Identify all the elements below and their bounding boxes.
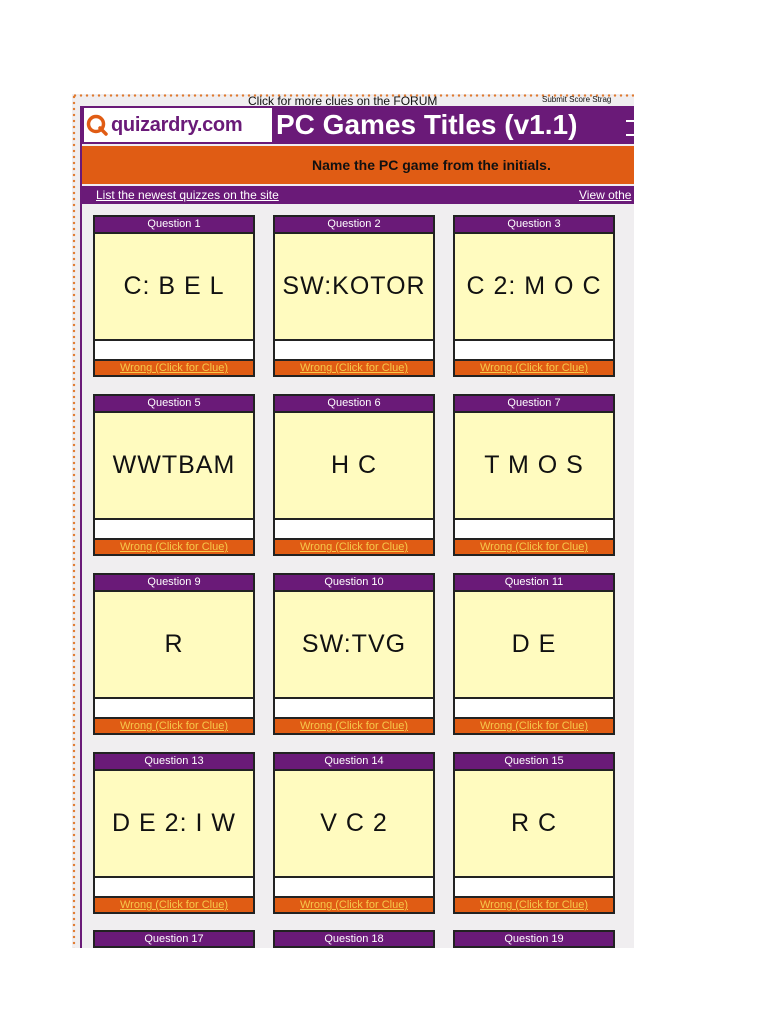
newest-quizzes-link[interactable]: List the newest quizzes on the site [96, 188, 279, 202]
question-label: Question 11 [455, 575, 613, 592]
question-label: Question 9 [95, 575, 253, 592]
answer-input[interactable] [275, 878, 433, 898]
question-initials: R C [455, 771, 613, 878]
clue-link[interactable]: Wrong (Click for Clue) [455, 361, 613, 375]
question-initials: SW:TVG [275, 592, 433, 699]
dotted-border-top [72, 94, 634, 97]
question-initials: WWTBAM [95, 413, 253, 520]
question-card-partial: Question 19 [453, 930, 615, 948]
forum-link[interactable]: Click for more clues on the FORUM [248, 94, 438, 108]
view-other-link[interactable]: View othe [579, 188, 632, 202]
clue-link[interactable]: Wrong (Click for Clue) [275, 361, 433, 375]
question-initials: D E [455, 592, 613, 699]
clue-link[interactable]: Wrong (Click for Clue) [95, 898, 253, 912]
answer-input[interactable] [275, 699, 433, 719]
header-widget [626, 120, 634, 136]
answer-input[interactable] [95, 878, 253, 898]
answer-input[interactable] [95, 520, 253, 540]
clue-link[interactable]: Wrong (Click for Clue) [455, 540, 613, 554]
question-label: Question 1 [95, 217, 253, 234]
answer-input[interactable] [275, 341, 433, 361]
clue-link[interactable]: Wrong (Click for Clue) [275, 898, 433, 912]
quizardry-logo-icon [86, 114, 108, 136]
question-initials: R [95, 592, 253, 699]
instructions-text: Name the PC game from the initials. [312, 157, 551, 173]
question-label: Question 3 [455, 217, 613, 234]
question-initials: C 2: M O C [455, 234, 613, 341]
clue-link[interactable]: Wrong (Click for Clue) [455, 898, 613, 912]
instructions-bar: Name the PC game from the initials. [82, 146, 634, 184]
question-label: Question 2 [275, 217, 433, 234]
question-initials: V C 2 [275, 771, 433, 878]
submit-score-link[interactable]: Submit Score Strag [542, 95, 612, 104]
answer-input[interactable] [455, 520, 613, 540]
answer-input[interactable] [95, 699, 253, 719]
answer-input[interactable] [455, 878, 613, 898]
site-logo[interactable]: quizardry.com [84, 108, 272, 142]
nav-bar: List the newest quizzes on the site View… [82, 186, 634, 204]
question-card-partial: Question 18 [273, 930, 435, 948]
clue-link[interactable]: Wrong (Click for Clue) [455, 719, 613, 733]
clue-link[interactable]: Wrong (Click for Clue) [95, 361, 253, 375]
dotted-border-left [72, 94, 76, 948]
left-rule [80, 106, 82, 948]
clue-link[interactable]: Wrong (Click for Clue) [95, 719, 253, 733]
question-initials: SW:KOTOR [275, 234, 433, 341]
clue-link[interactable]: Wrong (Click for Clue) [95, 540, 253, 554]
question-label: Question 5 [95, 396, 253, 413]
answer-input[interactable] [455, 341, 613, 361]
question-label: Question 6 [275, 396, 433, 413]
logo-text: quizardry.com [111, 113, 243, 136]
question-label: Question 10 [275, 575, 433, 592]
question-initials: T M O S [455, 413, 613, 520]
answer-input[interactable] [275, 520, 433, 540]
question-initials: H C [275, 413, 433, 520]
question-label: Question 7 [455, 396, 613, 413]
question-label: Question 15 [455, 754, 613, 771]
clue-link[interactable]: Wrong (Click for Clue) [275, 540, 433, 554]
header-bar: quizardry.com PC Games Titles (v1.1) [82, 106, 634, 144]
quiz-sheet: Click for more clues on the FORUM Submit… [72, 94, 634, 948]
question-initials: C: B E L [95, 234, 253, 341]
question-initials: D E 2: I W [95, 771, 253, 878]
question-label: Question 13 [95, 754, 253, 771]
answer-input[interactable] [95, 341, 253, 361]
question-card-partial: Question 17 [93, 930, 255, 948]
answer-input[interactable] [455, 699, 613, 719]
page-title: PC Games Titles (v1.1) [276, 109, 578, 140]
question-label: Question 14 [275, 754, 433, 771]
clue-link[interactable]: Wrong (Click for Clue) [275, 719, 433, 733]
